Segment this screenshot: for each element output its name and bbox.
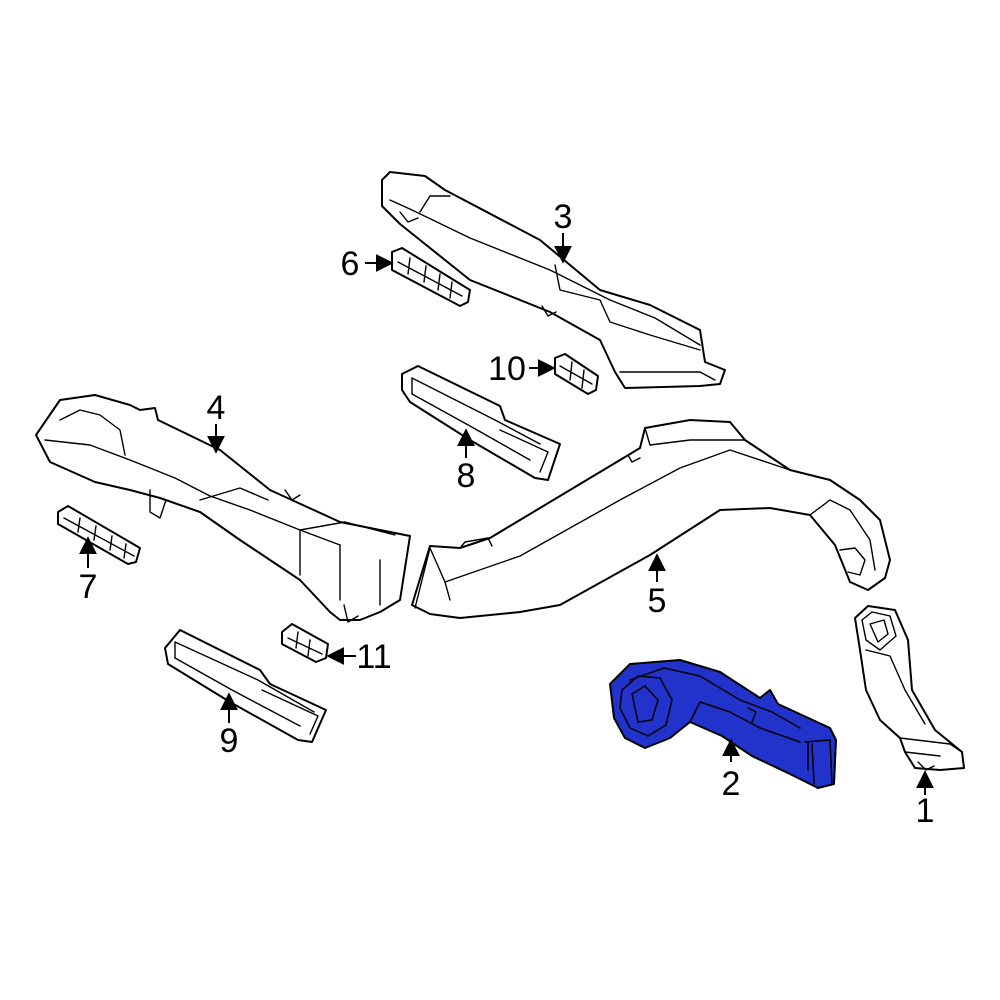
- callout-5: 5: [648, 582, 667, 620]
- callout-8: 8: [457, 457, 476, 495]
- callout-2: 2: [722, 765, 741, 803]
- part-8-duct[interactable]: [401, 365, 561, 481]
- callout-3: 3: [554, 198, 573, 236]
- part-7-clip[interactable]: [57, 505, 141, 565]
- callout-9: 9: [220, 722, 239, 760]
- part-3-duct[interactable]: [381, 171, 726, 389]
- callout-10: 10: [488, 350, 526, 388]
- callout-1: 1: [916, 792, 935, 830]
- part-1-vent[interactable]: [854, 605, 965, 771]
- part-11-clip[interactable]: [281, 623, 329, 663]
- callout-4: 4: [207, 389, 226, 427]
- part-10-clip[interactable]: [554, 353, 599, 395]
- callout-labels: 1 2 3 4 5 6 7 8 9 10 11: [79, 198, 935, 830]
- part-4-duct[interactable]: [35, 394, 411, 623]
- callout-11: 11: [356, 638, 391, 676]
- callout-6: 6: [341, 245, 360, 283]
- part-5-duct[interactable]: [411, 419, 891, 619]
- leader-lines: [79, 233, 934, 795]
- part-2-duct-highlighted[interactable]: [609, 659, 837, 789]
- callout-7: 7: [79, 568, 98, 606]
- part-9-duct[interactable]: [164, 629, 327, 743]
